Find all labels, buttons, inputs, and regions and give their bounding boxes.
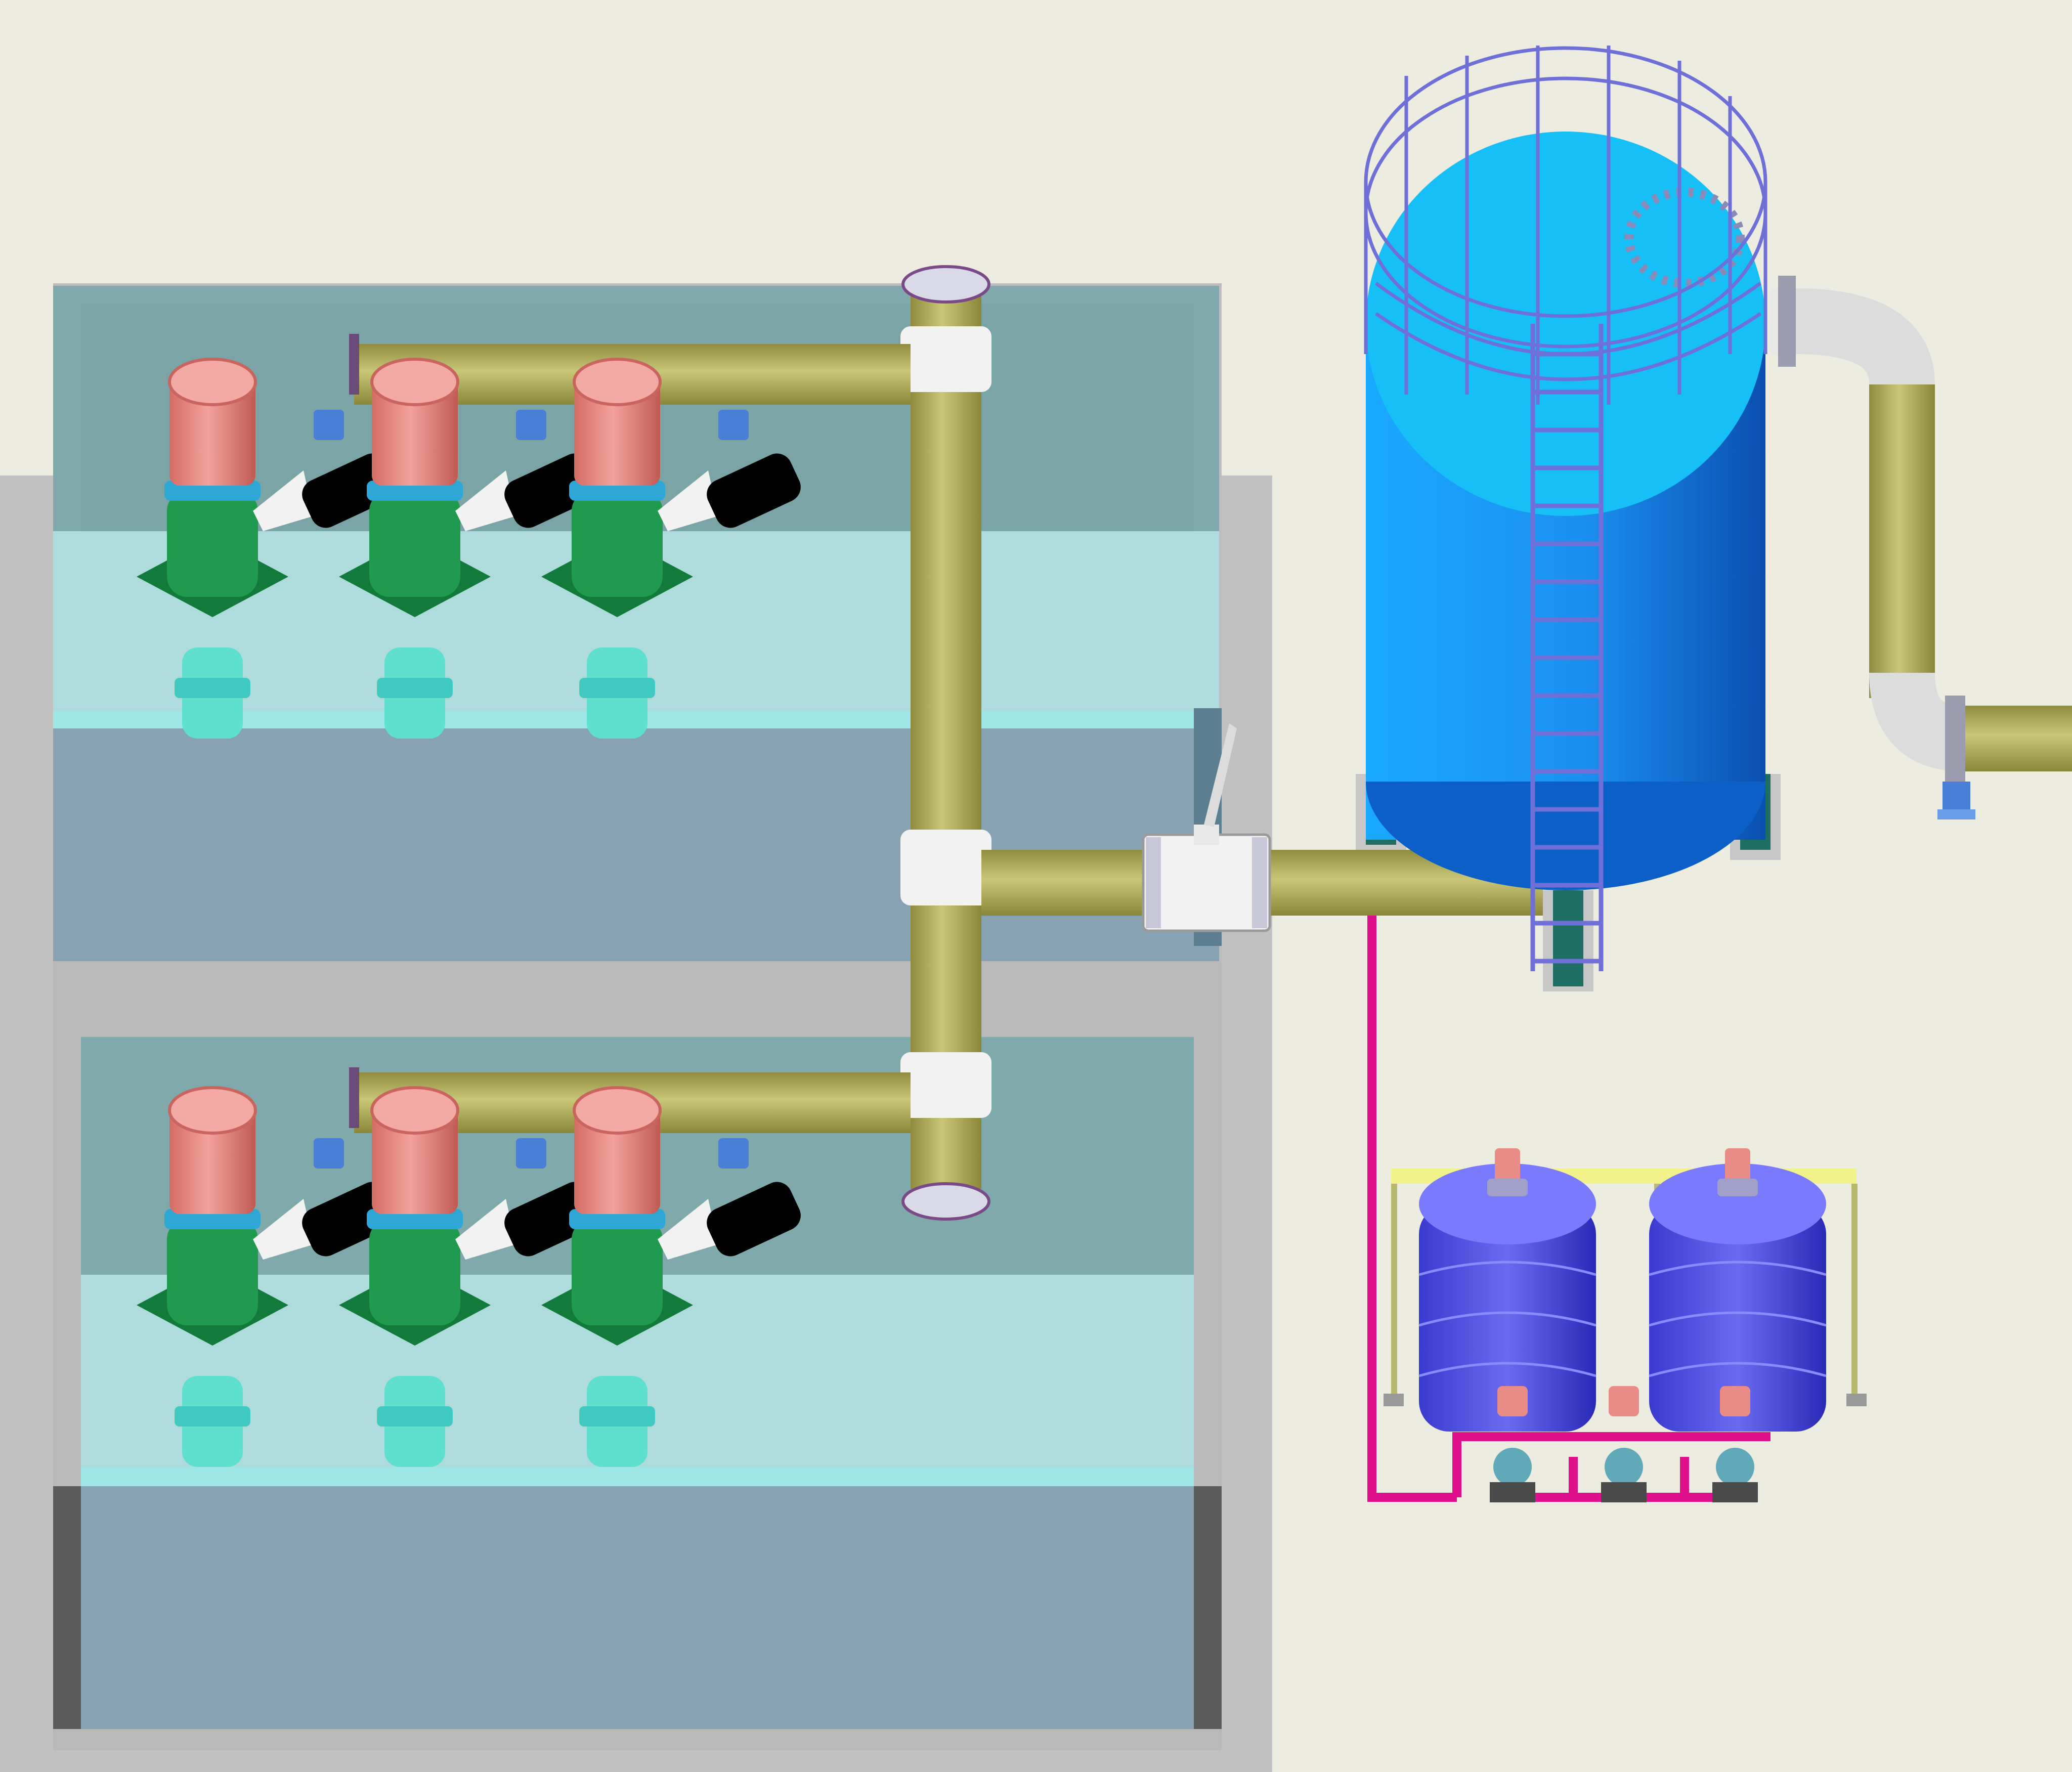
tank-rib — [1649, 1311, 1827, 1327]
pump-motor — [574, 1108, 660, 1214]
mixer-mount — [1487, 1179, 1528, 1196]
lower-pump-row — [137, 1086, 801, 1467]
pump-group — [137, 358, 801, 1467]
pump-discharge-cone — [455, 1199, 516, 1260]
motor-cap — [573, 1086, 662, 1135]
valve-actuator — [314, 410, 344, 440]
pump-body — [167, 491, 258, 597]
dosing-pump-group — [1490, 1386, 1758, 1502]
mixer-motor — [1495, 1148, 1520, 1184]
vertical-pump — [541, 1086, 801, 1467]
pump-motor — [574, 379, 660, 486]
pump-discharge-pipe — [707, 1182, 801, 1257]
pump-body — [572, 491, 663, 597]
pump-discharge-cone — [253, 1199, 314, 1260]
mixer-motor — [1725, 1148, 1750, 1184]
motor-cap — [168, 1086, 257, 1135]
tank-rib — [1418, 1261, 1596, 1276]
vertical-pump — [339, 358, 598, 739]
dosing-pump — [1712, 1386, 1758, 1502]
dosing-tank — [1418, 1148, 1596, 1432]
tank-rib — [1418, 1311, 1596, 1327]
dosing-tank-top — [1649, 1163, 1826, 1244]
dosing-pump-base — [1712, 1482, 1758, 1502]
valve-actuator — [718, 1138, 749, 1169]
dosing-pump-base — [1601, 1482, 1647, 1502]
pump-discharge-pipe — [707, 453, 801, 528]
pump-body — [167, 1219, 258, 1325]
dosing-tank-group — [1418, 1148, 1827, 1432]
pump-motor — [372, 1108, 458, 1214]
tank-rib — [1649, 1362, 1827, 1377]
dosing-pump — [1601, 1386, 1647, 1502]
pump-discharge-cone — [253, 470, 314, 531]
pump-motor — [169, 1108, 255, 1214]
valve-actuator — [314, 1138, 344, 1169]
pump-discharge-cone — [658, 1199, 718, 1260]
tank-outlet-pipe — [1771, 276, 2072, 819]
motor-cap — [573, 358, 662, 406]
dosing-tank-body — [1419, 1204, 1596, 1432]
pump-body — [369, 491, 460, 597]
vertical-pump — [137, 1086, 396, 1467]
dosing-pump — [1490, 1386, 1535, 1502]
dosing-pump-head — [1716, 1448, 1754, 1486]
dosing-pump-base — [1490, 1482, 1535, 1502]
pump-motor — [169, 379, 255, 486]
motor-cap — [370, 358, 459, 406]
pump-body — [369, 1219, 460, 1325]
tank-ladder — [1530, 324, 1604, 971]
tank-rib — [1418, 1362, 1596, 1377]
dosing-tank-top — [1419, 1163, 1596, 1244]
motor-cap — [168, 358, 257, 406]
vertical-pump — [137, 358, 396, 739]
tank-rib — [1649, 1261, 1827, 1276]
pump-body — [572, 1219, 663, 1325]
tank-railing — [1364, 46, 1767, 405]
dosing-pump-motor — [1609, 1386, 1639, 1416]
pump-motor — [372, 379, 458, 486]
valve-actuator — [718, 410, 749, 440]
main-riser-pipe — [900, 265, 991, 1221]
upper-pump-row — [137, 358, 801, 739]
pump-discharge-cone — [455, 470, 516, 531]
dosing-pump-head — [1605, 1448, 1643, 1486]
dosing-pump-head — [1493, 1448, 1532, 1486]
mixer-mount — [1717, 1179, 1758, 1196]
motor-cap — [370, 1086, 459, 1135]
dosing-pump-motor — [1720, 1386, 1750, 1416]
dosing-pump-motor — [1497, 1386, 1528, 1416]
dosing-tank — [1649, 1148, 1827, 1432]
water-tank — [1356, 132, 1781, 991]
valve-actuator — [516, 410, 546, 440]
vertical-pump — [541, 358, 801, 739]
pump-discharge-cone — [658, 470, 718, 531]
vertical-pump — [339, 1086, 598, 1467]
dosing-tank-body — [1649, 1204, 1826, 1432]
valve-actuator — [516, 1138, 546, 1169]
